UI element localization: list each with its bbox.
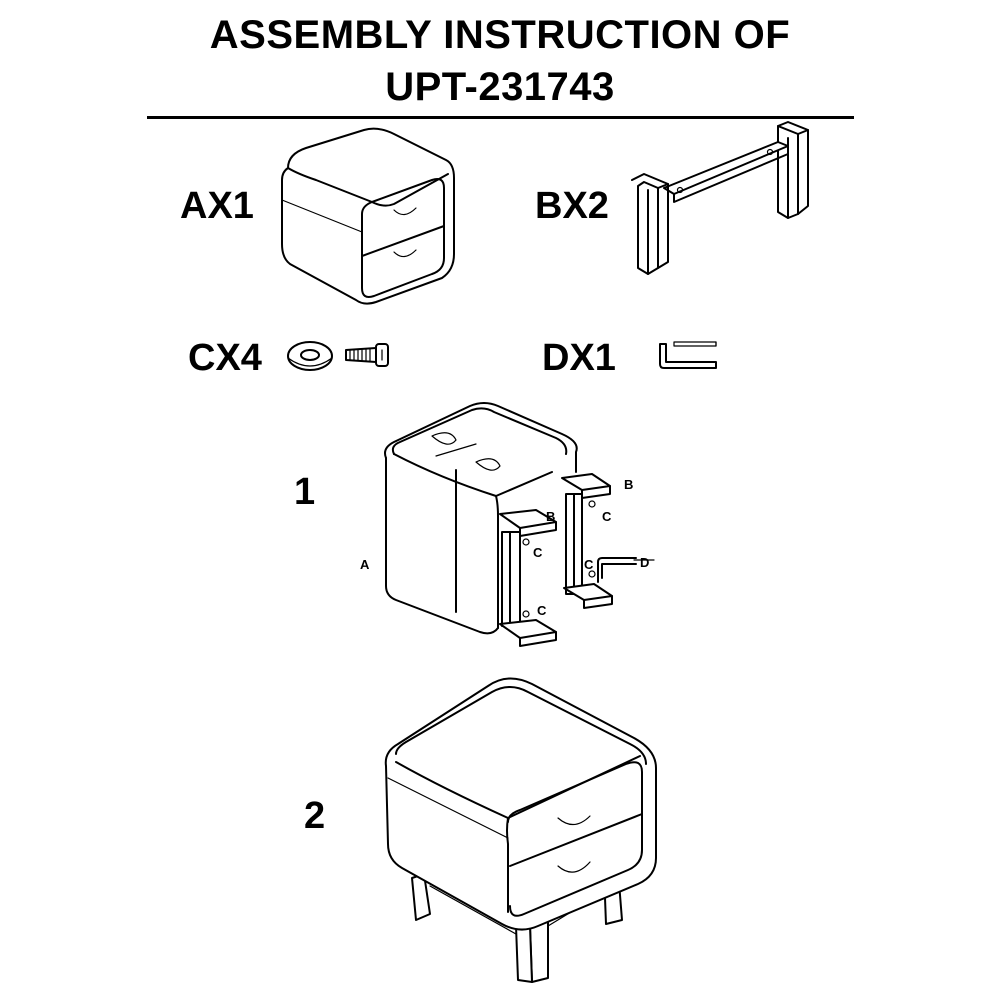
step-number-1: 1 (294, 471, 316, 513)
part-label-cx4: CX4 (188, 337, 262, 379)
title-divider (147, 116, 854, 119)
callout-b-top: B (624, 477, 634, 492)
callout-d: D (640, 555, 650, 570)
part-label-dx1: DX1 (542, 337, 616, 379)
callout-c3: C (584, 557, 594, 572)
callout-c1: C (602, 509, 612, 524)
washer-bolt-icon (287, 341, 389, 371)
step-number-2: 2 (304, 795, 326, 837)
document-title-line-1: ASSEMBLY INSTRUCTION OF (209, 13, 791, 57)
leg-frame-icon (631, 121, 809, 275)
callout-a: A (360, 557, 370, 572)
cabinet-body-icon (281, 127, 455, 305)
step-1-illustration (384, 402, 655, 647)
callout-c2: C (533, 545, 543, 560)
part-label-bx2: BX2 (535, 185, 609, 227)
callout-b-mid: B (546, 509, 556, 524)
document-title-line-2: UPT-231743 (385, 65, 615, 109)
callout-c4: C (537, 603, 547, 618)
allen-key-icon (659, 341, 717, 369)
part-label-ax1: AX1 (180, 185, 254, 227)
step-2-illustration (384, 677, 657, 983)
